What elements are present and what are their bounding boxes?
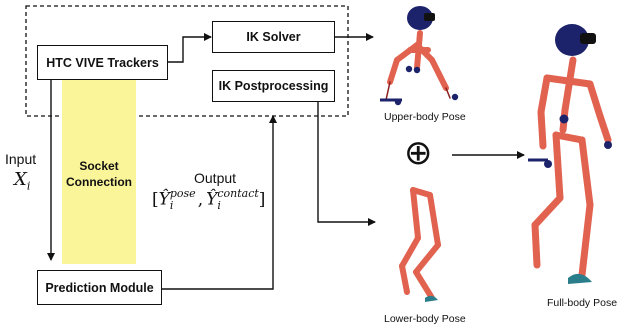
socket-connection-band [62, 80, 136, 264]
output-open-bracket: [ [152, 189, 159, 210]
arrow-post-to-lower [317, 100, 376, 226]
ik-postprocessing-box: IK Postprocessing [212, 70, 335, 102]
socket-label-line1: Socket [79, 159, 119, 173]
dashed-group-border [25, 5, 349, 117]
input-label: Input [5, 151, 37, 167]
ik-solver-box: IK Solver [212, 21, 335, 53]
lower-body-caption: Lower-body Pose [384, 313, 466, 325]
output-contact-sup: contact [217, 187, 259, 200]
full-body-caption: Full-body Pose [547, 297, 618, 309]
output-var-contact: Ŷ [206, 189, 218, 210]
arrow-trackers-to-ik [168, 33, 212, 63]
output-close-bracket: ] [258, 189, 266, 210]
combine-operator: ⊕ [404, 134, 433, 172]
socket-label-line2: Connection [66, 175, 132, 189]
arrow-prediction-to-postprocessing [162, 115, 277, 290]
htc-vive-trackers-box: HTC VIVE Trackers [37, 45, 168, 80]
prediction-module-box: Prediction Module [37, 270, 162, 305]
input-var-symbol: X [14, 169, 27, 190]
output-var-pose: Ŷ [158, 189, 170, 210]
output-comma: , [197, 189, 204, 210]
input-var-subscript: i [26, 179, 31, 193]
upper-body-figure [380, 6, 459, 106]
output-pose-sub: i [169, 199, 174, 212]
output-contact-sub: i [217, 199, 221, 212]
input-variable: Xi [14, 169, 30, 193]
full-body-figure [528, 24, 612, 284]
output-pose-sup: pose [169, 187, 196, 200]
lower-body-figure [399, 187, 441, 302]
output-label: Output [194, 170, 237, 186]
upper-body-caption: Upper-body Pose [384, 111, 466, 123]
